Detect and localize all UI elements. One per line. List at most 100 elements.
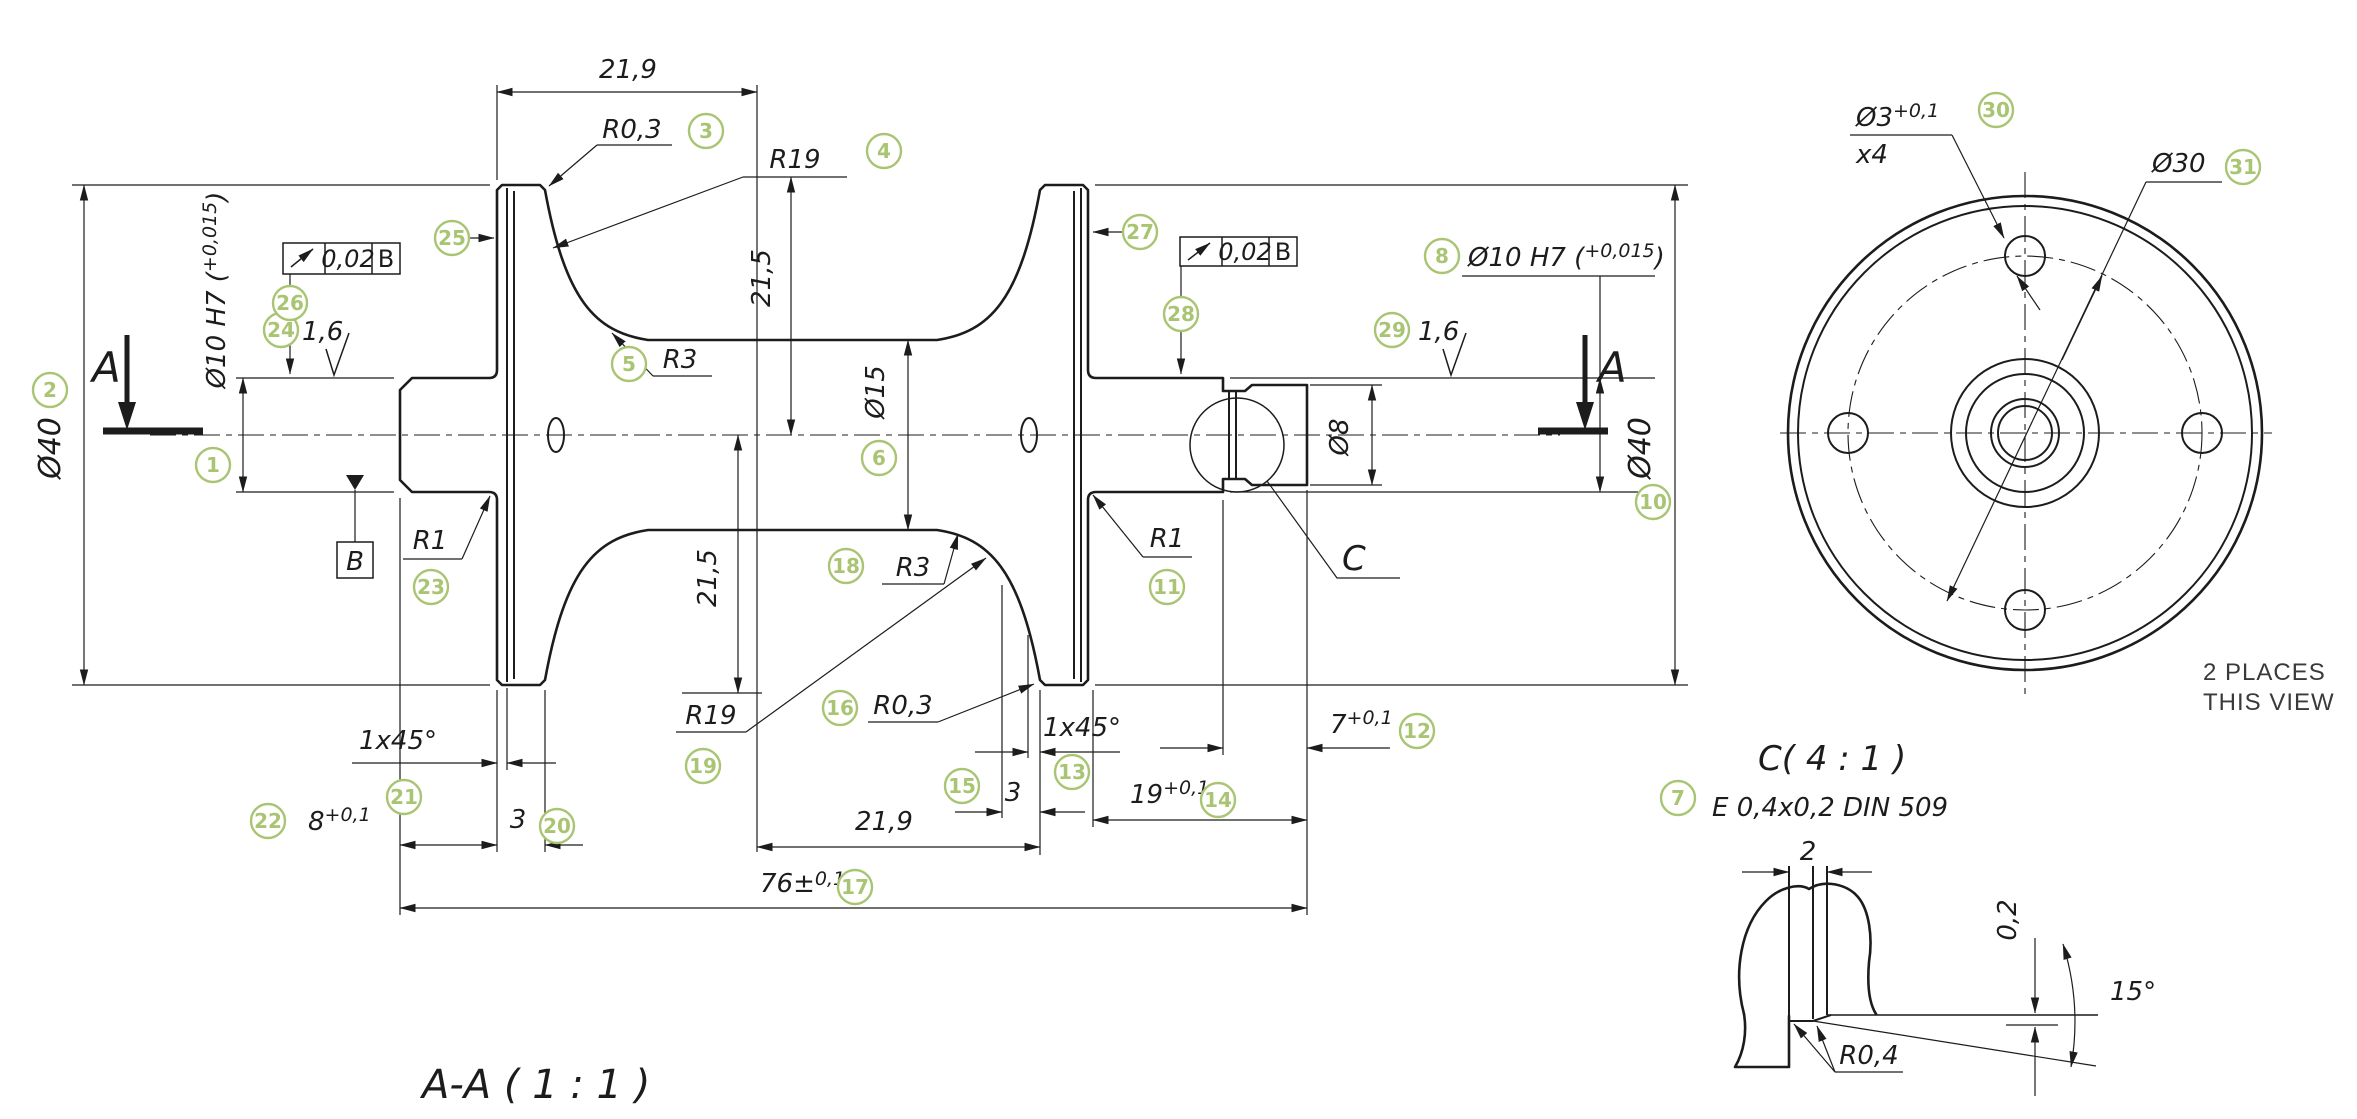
section-view-title: A-A ( 1 : 1 ) [419,1062,650,1108]
runout-icon [290,248,314,268]
svg-text:17: 17 [841,875,869,899]
balloon-18: 18 [827,547,865,585]
svg-text:19: 19 [689,754,717,778]
balloon-21: 21 [385,778,423,816]
runout-datum-left: B [378,245,394,273]
detail-view: C( 4 : 1 ) E 0,4x0,2 DIN 509 2 0,2 15° R… [1712,739,2156,1096]
roughness-left: 1,6 [302,317,350,378]
dim-76: 76±0,1 [760,868,845,899]
svg-text:22: 22 [254,809,282,833]
dim-3-left: 3 [510,805,527,835]
svg-text:8: 8 [1435,244,1449,268]
roughness-value-right: 1,6 [1418,317,1459,347]
balloon-30: 30 [1977,91,2015,129]
svg-text:31: 31 [2229,155,2257,179]
roughness-right: 1,6 [1418,317,1467,378]
balloon-7: 7 [1659,779,1697,817]
dim-dia10-left: Ø10 H7 (+0,015) [199,192,232,390]
dim-21-9-bottom: 21,9 [855,807,913,837]
svg-text:26: 26 [276,291,304,315]
svg-text:7: 7 [1671,786,1685,810]
svg-text:30: 30 [1982,98,2010,122]
balloon-8: 8 [1423,237,1461,275]
detail-undercut-spec: E 0,4x0,2 DIN 509 [1712,793,1948,823]
balloon-13: 13 [1053,753,1091,791]
cross-hole-right [1020,417,1038,453]
svg-text:4: 4 [877,139,891,163]
detail-c-letter: C [1342,539,1366,579]
balloon-23: 23 [412,568,450,606]
balloon-5: 5 [610,345,648,383]
balloon-10: 10 [1634,483,1672,521]
dim-dia30: Ø30 [2151,149,2206,179]
section-letter-left: A [89,343,121,392]
roughness-icon [325,332,350,378]
dim-dia8: Ø8 [1325,418,1355,456]
dim-7: 7+0,1 [1330,707,1393,740]
dim-r19-top: R19 [769,145,820,175]
datum-b-label: B [346,547,364,577]
runout-datum-right: B [1275,238,1291,266]
dim-r3-upper: R3 [663,345,698,375]
balloon-14: 14 [1199,781,1237,819]
svg-text:12: 12 [1403,719,1431,743]
detail-dim-0-2: 0,2 [1993,899,2023,940]
detail-dim-2: 2 [1800,837,1817,867]
dim-21-5-upper: 21,5 [747,249,777,307]
balloon-20: 20 [538,807,576,845]
balloon-15: 15 [943,767,981,805]
section-arrow-right: A [1538,335,1627,435]
svg-text:15: 15 [948,774,976,798]
svg-text:5: 5 [622,352,636,376]
part-outline [398,183,1309,687]
dim-chamfer-left: 1x45° [359,726,437,756]
svg-text:29: 29 [1378,318,1406,342]
detail-title: C( 4 : 1 ) [1758,739,1906,779]
detail-dim-r04: R0,4 [1839,1041,1898,1071]
balloon-27: 27 [1121,213,1159,251]
svg-text:20: 20 [543,814,571,838]
balloon-17: 17 [836,868,874,906]
dim-8: 8+0,1 [308,804,371,837]
dim-r19-lower: R19 [685,701,736,731]
balloon-31: 31 [2224,148,2262,186]
dim-19: 19+0,1 [1130,777,1209,810]
runout-value-right: 0,02 [1218,238,1271,266]
detail-dim-15deg: 15° [2110,977,2156,1007]
svg-text:24: 24 [267,318,295,342]
balloon-1: 1 [194,446,232,484]
dim-3-right: 3 [1005,778,1022,808]
svg-text:16: 16 [826,696,854,720]
end-view: Ø3+0,1 x4 Ø30 2 PLACES THIS VIEW [1780,100,2334,716]
dim-dia3: Ø3+0,1 [1855,100,1939,133]
detail-blob [1737,882,1878,1016]
section-arrow-icon [118,402,136,430]
balloon-22: 22 [249,802,287,840]
svg-text:11: 11 [1153,575,1181,599]
roughness-icon [1442,332,1467,378]
balloon-25: 25 [433,219,471,257]
balloon-26: 26 [271,284,309,322]
dimensions: 21,9 R0,3 R19 21,5 R3 Ø40 Ø10 H7 (+0,015… [33,55,1680,913]
runout-frame-left: 0,02 B [282,242,401,375]
balloon-11: 11 [1148,568,1186,606]
dim-dia15: Ø15 [861,365,891,420]
balloon-12: 12 [1398,712,1436,750]
svg-text:21: 21 [390,785,418,809]
svg-text:18: 18 [832,554,860,578]
extension-lines [72,85,1688,915]
dim-r1-right: R1 [1150,524,1185,554]
svg-text:1: 1 [206,453,220,477]
datum-b: B [336,475,374,579]
dim-dia40-right: Ø40 [1623,417,1658,481]
balloons: 1 2 3 4 5 6 7 8 10 11 12 13 14 15 16 17 … [31,91,2262,906]
svg-text:28: 28 [1167,302,1195,326]
svg-text:13: 13 [1058,760,1086,784]
main-view: 21,9 R0,3 R19 21,5 R3 Ø40 Ø10 H7 (+0,015… [33,55,1688,1108]
dim-r1-left: R1 [413,526,448,556]
balloon-3: 3 [687,112,725,150]
balloon-16: 16 [821,689,859,727]
datum-triangle-icon [346,475,364,490]
